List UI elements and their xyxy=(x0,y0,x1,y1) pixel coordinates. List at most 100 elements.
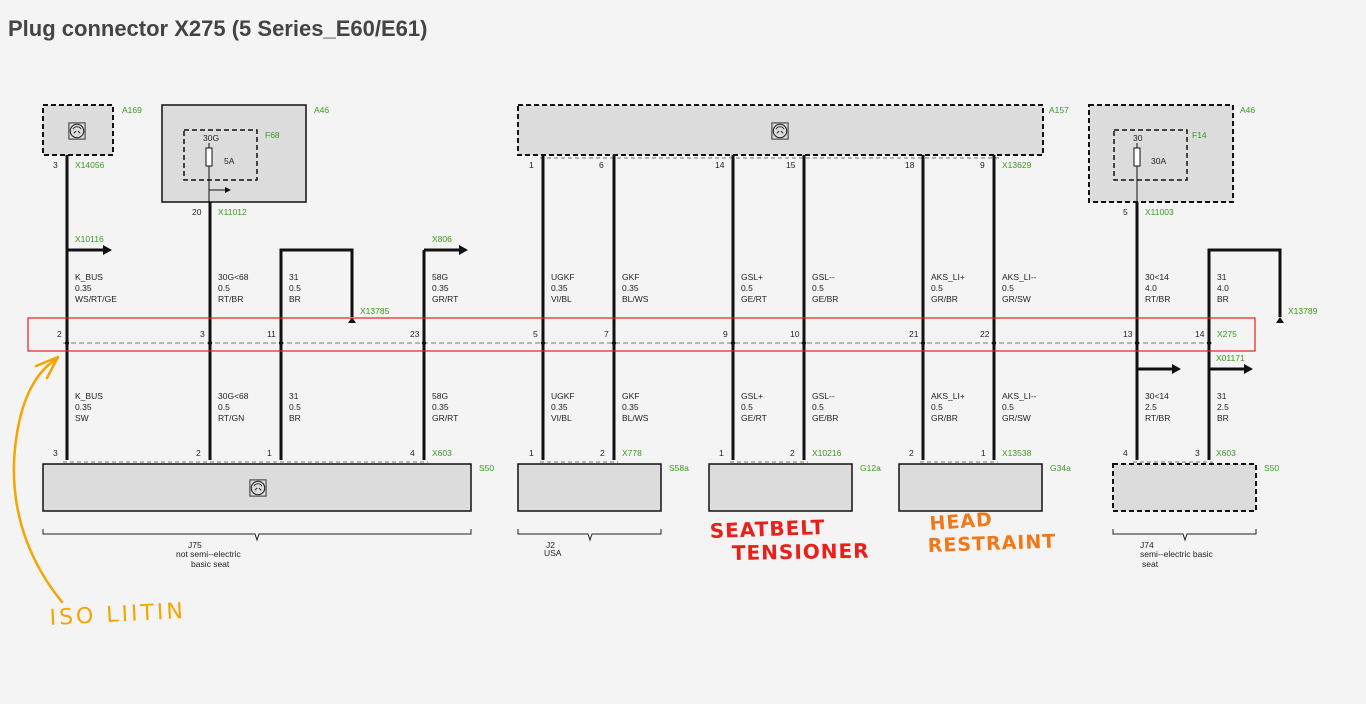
annotation-seatbelt-line2: TENSIONER xyxy=(732,539,870,565)
lower-wire-labels: K_BUS0.35SW30G<680.5RT/GN310.5BR58G0.35G… xyxy=(75,391,1229,423)
wire-color: SW xyxy=(75,413,89,423)
wire-signal: 30G<68 xyxy=(218,391,249,401)
s50-right-pin-4: 4 xyxy=(1123,448,1128,458)
arrow-heads xyxy=(103,245,1284,374)
annotation-head-line1: HEAD xyxy=(929,509,994,535)
s50-left-pin-1: 1 xyxy=(267,448,272,458)
component-a157: A157 1 6 14 15 18 9 X13629 xyxy=(517,104,1069,170)
wire-size: 0.5 xyxy=(289,283,301,293)
f68-label: F68 xyxy=(265,130,280,140)
x275-pin-22: 22 xyxy=(980,329,990,339)
x275-label: X275 xyxy=(1217,329,1237,339)
x275-pin-dot xyxy=(207,340,213,346)
x275-pin-dot xyxy=(421,340,427,346)
wire-signal: AKS_LI-- xyxy=(1002,391,1037,401)
wire-color: RT/BR xyxy=(1145,413,1170,423)
component-s50-left: S50 3 2 1 4 X603 xyxy=(42,448,494,512)
wire-size: 0.35 xyxy=(432,402,449,412)
f68-rating: 5A xyxy=(224,156,235,166)
a157-pin-15: 15 xyxy=(786,160,796,170)
component-s50-right: S50 4 3 X603 xyxy=(1112,448,1279,512)
wire-signal: UGKF xyxy=(551,391,575,401)
wire-color: BL/WS xyxy=(622,413,649,423)
x275-pin-3: 3 xyxy=(200,329,205,339)
fuse-f14-icon xyxy=(1133,147,1141,167)
x275-pin-23: 23 xyxy=(410,329,420,339)
page-title: Plug connector X275 (5 Series_E60/E61) xyxy=(8,16,428,41)
wire-signal: GSL+ xyxy=(741,391,763,401)
a46-left-pin: 20 xyxy=(192,207,202,217)
wire-signal: AKS_LI-- xyxy=(1002,272,1037,282)
s58a-pin-2: 2 xyxy=(600,448,605,458)
j75-line2: basic seat xyxy=(191,559,230,569)
s58a-connector: X778 xyxy=(622,448,642,458)
wire-size: 2.5 xyxy=(1217,402,1229,412)
annotation-head-restraint: HEAD RESTRAINT xyxy=(927,509,1056,557)
wire-color: GE/BR xyxy=(812,294,838,304)
x275-pin-10: 10 xyxy=(790,329,800,339)
s50-left-pin-3: 3 xyxy=(53,448,58,458)
wire-color: BR xyxy=(289,413,301,423)
wire-color: GE/RT xyxy=(741,294,767,304)
wire-signal: GSL-- xyxy=(812,272,835,282)
wire-size: 0.35 xyxy=(622,283,639,293)
ground-refs: X10116 X806 X13785 X13789 X01171 xyxy=(75,234,1318,363)
j74-line1: semi--electric basic xyxy=(1140,549,1213,559)
wire-size: 0.5 xyxy=(289,402,301,412)
wire-signal: 30<14 xyxy=(1145,391,1169,401)
x275-pin-dot xyxy=(920,340,926,346)
wire-size: 0.5 xyxy=(1002,283,1014,293)
wire-size: 0.35 xyxy=(622,402,639,412)
x275-pin-dot xyxy=(1134,340,1140,346)
a46-left-label: A46 xyxy=(314,105,329,115)
ref-x01171: X01171 xyxy=(1216,353,1245,363)
wire-signal: AKS_LI+ xyxy=(931,272,965,282)
g34a-connector: X13538 xyxy=(1002,448,1032,458)
variant-j2: J2 USA xyxy=(517,529,662,558)
wire-color: GE/RT xyxy=(741,413,767,423)
a169-pin: 3 xyxy=(53,160,58,170)
j2-code: J2 xyxy=(546,540,555,550)
s50-left-label: S50 xyxy=(479,463,494,473)
a169-connector: X14056 xyxy=(75,160,105,170)
wire-signal: GSL+ xyxy=(741,272,763,282)
wire-color: BR xyxy=(289,294,301,304)
x275-pin-2: 2 xyxy=(57,329,62,339)
wire-color: RT/BR xyxy=(218,294,243,304)
a46-right-label: A46 xyxy=(1240,105,1255,115)
a157-pin-1: 1 xyxy=(529,160,534,170)
component-a46-left: A46 F68 30G 5A 20 X11012 xyxy=(161,104,329,217)
x275-pin-13: 13 xyxy=(1123,329,1133,339)
annotation-head-line2: RESTRAINT xyxy=(927,531,1056,557)
wire-size: 0.5 xyxy=(812,283,824,293)
x275-pin-11: 11 xyxy=(267,329,276,339)
s50-left-connector: X603 xyxy=(432,448,452,458)
wire-color: BR xyxy=(1217,413,1229,423)
variant-j75: J75 not semi--electric basic seat xyxy=(42,529,472,569)
wire-color: GR/RT xyxy=(432,413,458,423)
component-g12a: G12a 1 2 X10216 xyxy=(708,448,881,512)
f14-rating: 30A xyxy=(1151,156,1166,166)
x275-pin-9: 9 xyxy=(723,329,728,339)
wire-size: 0.5 xyxy=(218,402,230,412)
s58a-label: S58a xyxy=(669,463,689,473)
wire-size: 2.5 xyxy=(1145,402,1157,412)
wire-color: GE/BR xyxy=(812,413,838,423)
wire-signal: 30G<68 xyxy=(218,272,249,282)
x275-pin-dot xyxy=(278,340,284,346)
j75-code: J75 xyxy=(188,540,202,550)
wire-size: 0.35 xyxy=(75,402,92,412)
wire-signal: 30<14 xyxy=(1145,272,1169,282)
ref-x10116: X10116 xyxy=(75,234,104,244)
a157-pin-14: 14 xyxy=(715,160,725,170)
wire-size: 4.0 xyxy=(1217,283,1229,293)
wire-color: RT/BR xyxy=(1145,294,1170,304)
wire-color: BL/WS xyxy=(622,294,649,304)
wire-color: RT/GN xyxy=(218,413,244,423)
x275-pin-21: 21 xyxy=(909,329,919,339)
wire-size: 0.5 xyxy=(812,402,824,412)
f14-label: F14 xyxy=(1192,130,1207,140)
s50-right-connector: X603 xyxy=(1216,448,1236,458)
